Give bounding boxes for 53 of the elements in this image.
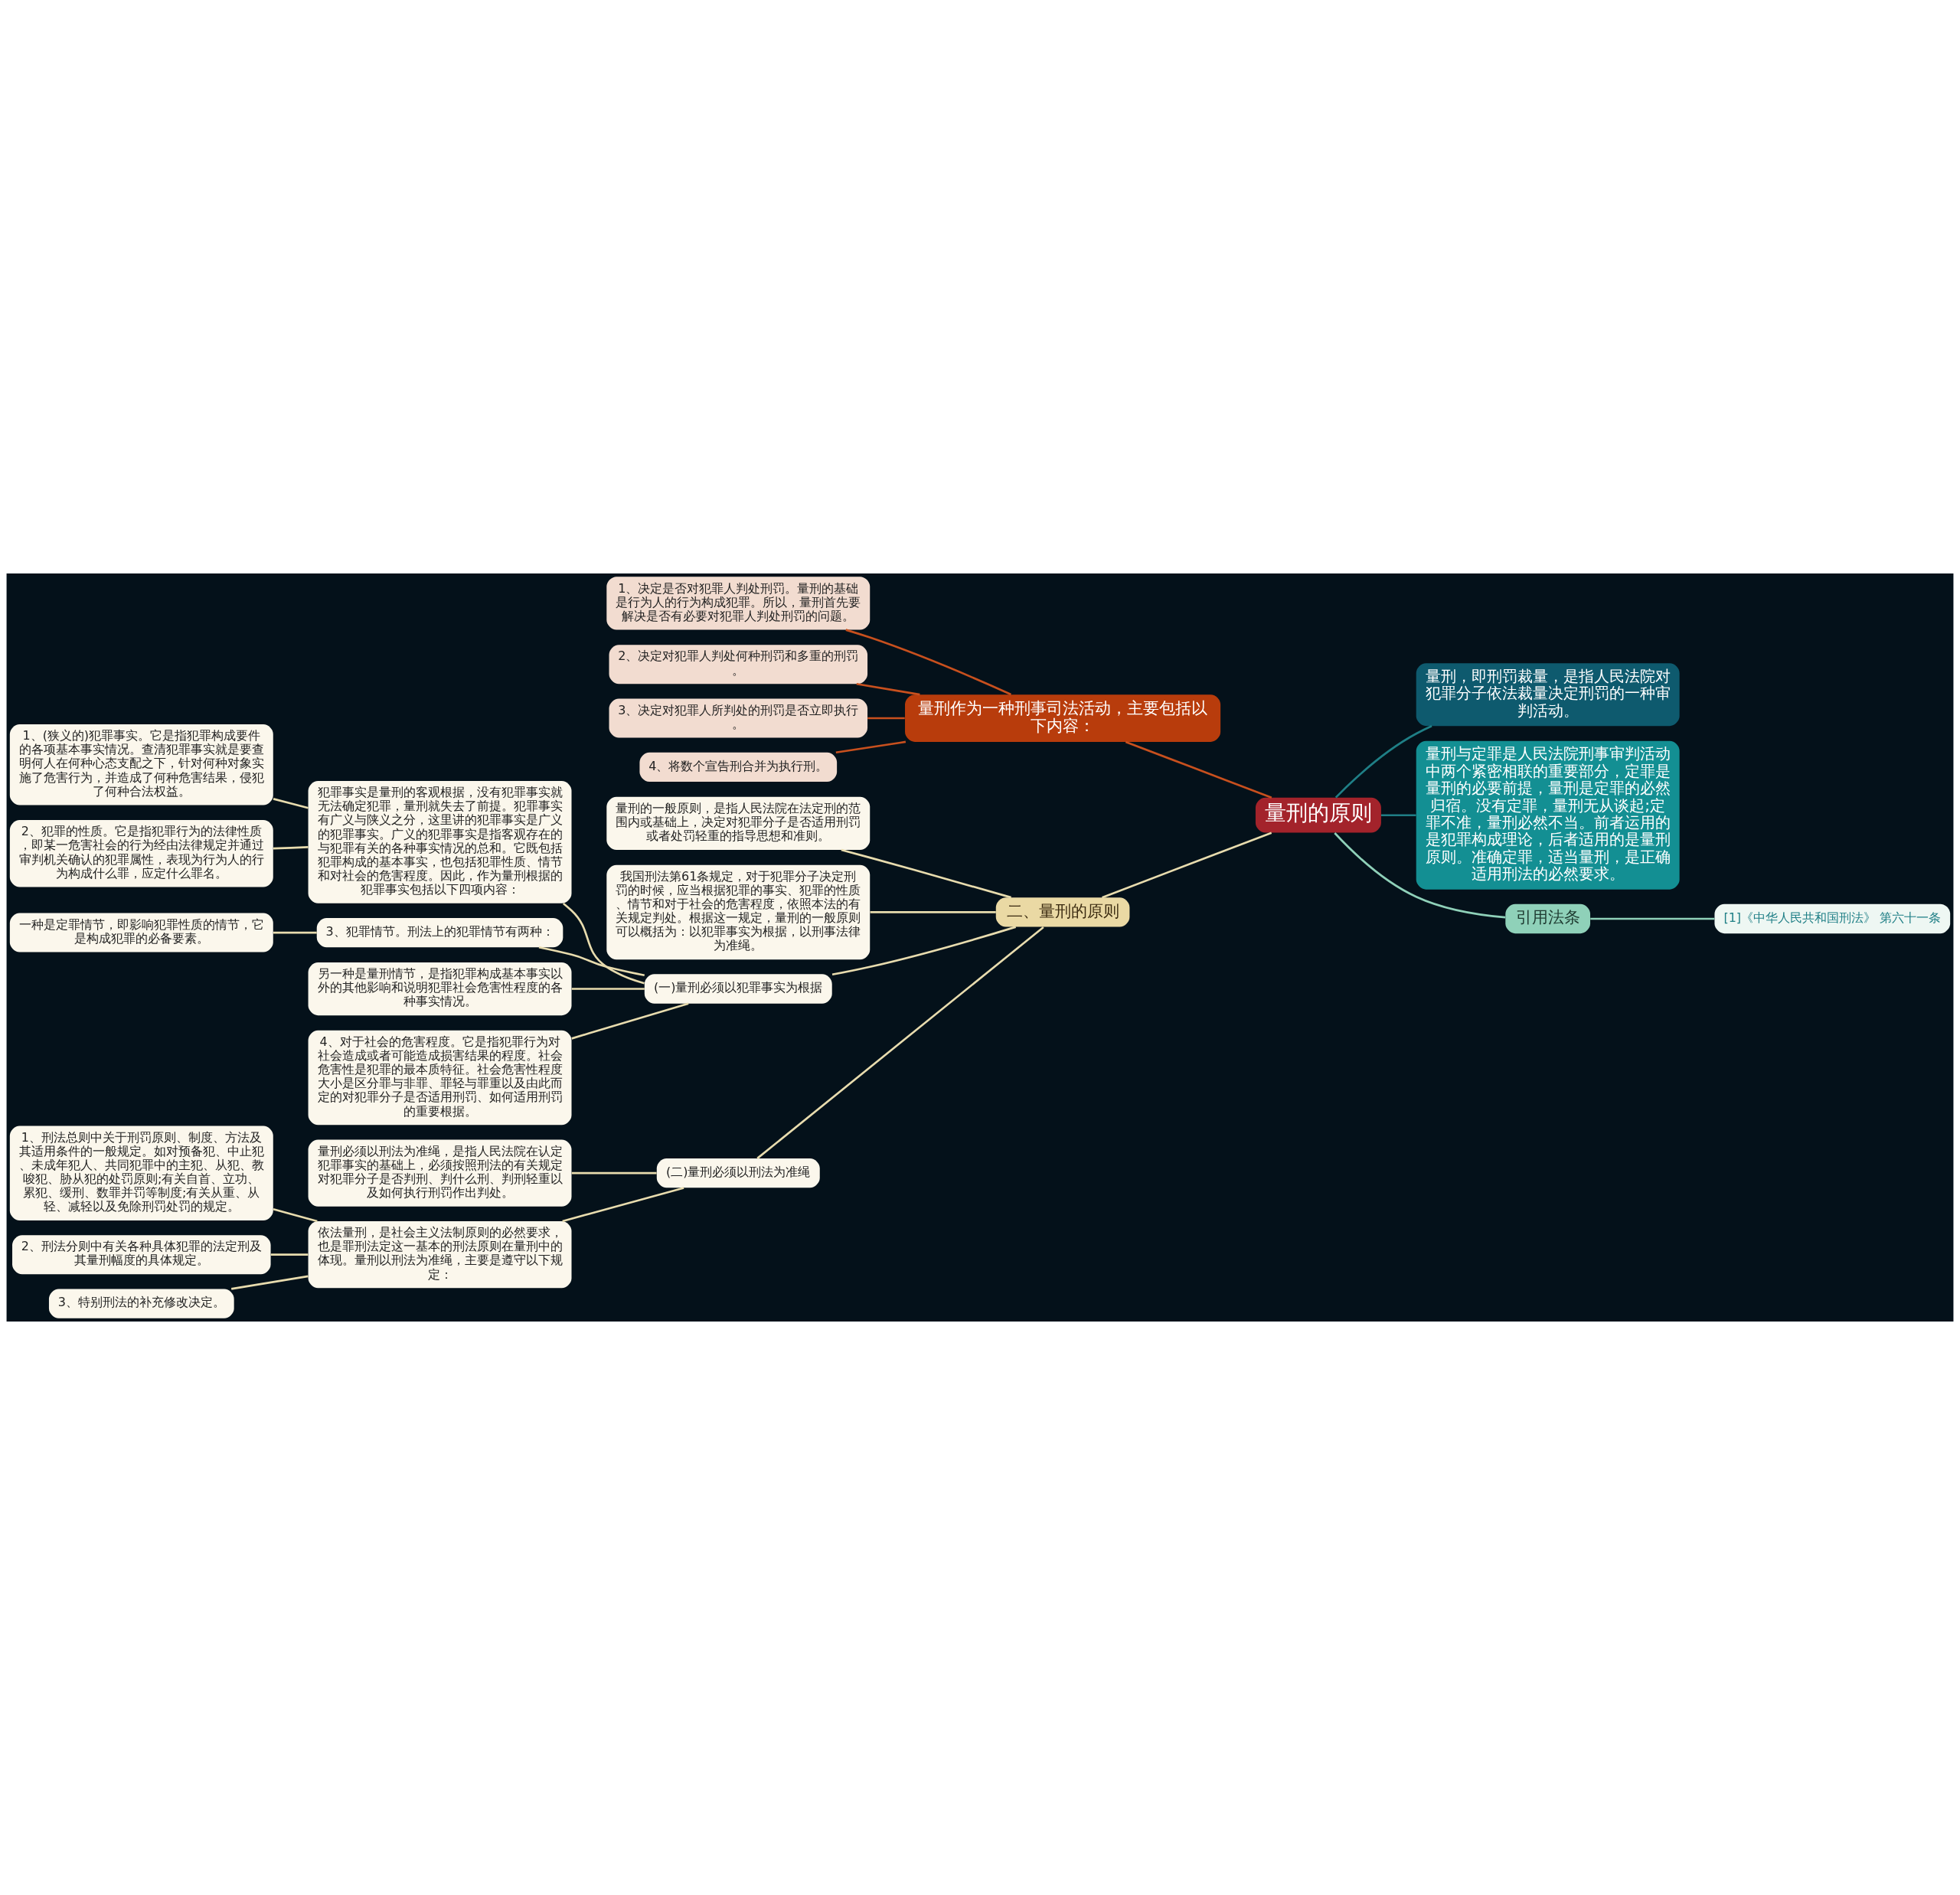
connector: [571, 988, 645, 990]
connector: [270, 1253, 309, 1256]
node-box: 量刑的原则: [1255, 797, 1381, 833]
node-box: (一)量刑必须以犯罪事实为根据: [644, 974, 832, 1004]
connector: [870, 911, 996, 913]
node-box: 量刑的一般原则，是指人民法院在法定刑的范围内或基础上，决定对犯罪分子是否适用刑罚或者处罚轻重的指导思想和准则。: [606, 796, 871, 850]
node-box: 二、量刑的原则: [995, 897, 1130, 927]
node-box: 量刑，即刑罚裁量，是指人民法院对犯罪分子依法裁量决定刑罚的一种审判活动。: [1416, 663, 1680, 727]
node-box: 一种是定罪情节，即影响犯罪性质的情节，它是构成犯罪的必备要素。: [9, 913, 273, 952]
connector: [571, 1171, 657, 1175]
connector: [856, 683, 920, 696]
node-box: 3、特别刑法的补充修改决定。: [48, 1289, 234, 1318]
node-box: 2、决定对犯罪人判处何种刑罚和多重的刑罚。: [609, 645, 868, 684]
connector: [230, 1275, 309, 1290]
node-box: 引用法条: [1505, 903, 1591, 934]
connector: [1334, 832, 1506, 919]
connector: [845, 629, 1011, 696]
node-box: (二)量刑必须以刑法为准绳: [656, 1158, 820, 1188]
connector: [1380, 814, 1416, 817]
node-box: 1、刑法总则中关于刑罚原则、制度、方法及其适用条件的一般规定。如对预备犯、中止犯、未成年犯人、共同犯罪中的主犯、从犯、教唆犯、胁从犯的处罚原则;有关自首、立功、累犯、缓刑、数罪并罚等制度;有关从重、从轻、减轻以及免除刑罚处罚的规定。: [9, 1126, 273, 1220]
connector: [562, 1187, 684, 1223]
node-box: 量刑作为一种刑事司法活动，主要包括以下内容：: [905, 694, 1221, 742]
node-box: 量刑与定罪是人民法院刑事审判活动中两个紧密相联的重要部分，定罪是量刑的必要前提，量刑是定罪的必然归宿。没有定罪，量刑无从谈起;定罪不准，量刑必然不当。前者运用的是犯罪构成理论，后者适用的是量刑原则。准确定罪，适当量刑，是正确适用刑法的必然要求。: [1416, 740, 1680, 890]
node-box: 另一种是量刑情节，是指犯罪构成基本事实以外的其他影响和说明犯罪社会危害性程度的各种事实情况。: [308, 962, 572, 1016]
connector: [831, 926, 1017, 976]
connector: [1334, 725, 1432, 799]
node-box: 1、决定是否对犯罪人判处刑罚。量刑的基础是行为人的行为构成犯罪。所以，量刑首先要解决是否有必要对犯罪人判处刑罚的问题。: [606, 577, 871, 630]
connector: [571, 1002, 689, 1040]
connector: [273, 1207, 318, 1223]
node-box: 2、刑法分则中有关各种具体犯罪的法定刑及其量刑幅度的具体规定。: [12, 1235, 271, 1275]
node-box: 我国刑法第61条规定，对于犯罪分子决定刑罚的时候，应当根据犯罪的事实、犯罪的性质、情节和对于社会的危害程度，依照本法的有关规定判处。根据这一规定，量刑的一般原则可以概括为：以犯罪事实为根据，以刑事法律为准绳。: [606, 864, 871, 960]
node-box: 3、犯罪情节。刑法上的犯罪情节有两种：: [316, 917, 564, 948]
connector: [1125, 740, 1272, 799]
connector: [562, 902, 645, 985]
node-box: 2、犯罪的性质。它是指犯罪行为的法律性质，即某一危害社会的行为经由法律规定并通过审判机关确认的犯罪属性，表现为行为人的行为构成什么罪，应定什么罪名。: [9, 820, 273, 887]
node-box: 依法量刑，是社会主义法制原则的必然要求，也是罪刑法定这一基本的刑法原则在量刑中的体现。量刑以刑法为准绳，主要是遵守以下规定：: [308, 1221, 572, 1289]
connector: [841, 848, 1011, 899]
connector: [538, 946, 645, 977]
node-box: 犯罪事实是量刑的客观根据，没有犯罪事实就无法确定犯罪，量刑就失去了前提。犯罪事实有广义与陕义之分，这里讲的犯罪事实是广义的犯罪事实。广义的犯罪事实是指客观存在的与犯罪有关的各种事实情况的总和。它既包括犯罪构成的基本事实，也包括犯罪性质、情节和对社会的危害程度。因此，作为量刑根据的犯罪事实包括以下四项内容：: [308, 781, 572, 903]
connector: [273, 798, 309, 809]
node-box: 1、(狭义的)犯罪事实。它是指犯罪构成要件的各项基本事实情况。查清犯罪事实就是要查明何人在何种心态支配之下，针对何种对象实施了危害行为，并造成了何种危害结果，侵犯了何种合法权益。: [9, 724, 273, 805]
connector: [1102, 832, 1272, 899]
node-box: 4、对于社会的危害程度。它是指犯罪行为对社会造成或者可能造成损害结果的程度。社会危害性是犯罪的最本质特征。社会危害性程度大小是区分罪与非罪、罪轻与罪重以及由此而定的对犯罪分子是否适用刑罚、如何适用刑罚的重要根据。: [308, 1030, 572, 1126]
connector: [867, 717, 905, 720]
node-box: 4、将数个宣告刑合并为执行刑。: [639, 752, 838, 783]
node-box: 量刑必须以刑法为准绳，是指人民法院在认定犯罪事实的基础上，必须按照刑法的有关规定对犯罪分子是否判刑、判什么刑、判刑轻重以及如何执行刑罚作出判处。: [308, 1139, 572, 1207]
connector: [756, 926, 1044, 1159]
connector: [835, 740, 906, 754]
connector: [1590, 917, 1715, 920]
connector: [273, 931, 317, 934]
connector: [273, 846, 309, 850]
node-box: 3、决定对犯罪人所判处的刑罚是否立即执行。: [609, 698, 868, 738]
node-box: [1]《中华人民共和国刑法》 第六十一条: [1714, 903, 1951, 934]
